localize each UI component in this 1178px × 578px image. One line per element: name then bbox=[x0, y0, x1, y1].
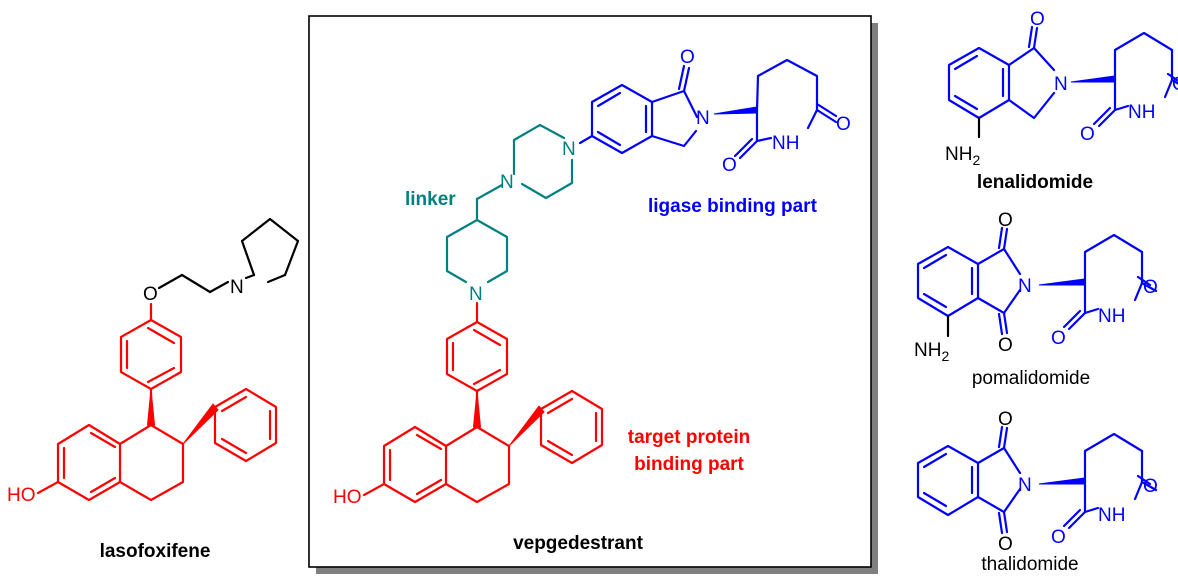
vepgedestrant-name: vepgedestrant bbox=[513, 533, 644, 554]
pomalidomide-name: pomalidomide bbox=[972, 368, 1090, 389]
stereo-wedge-5 bbox=[713, 106, 758, 115]
lactam-oxygen: O bbox=[680, 47, 695, 68]
linker-moiety bbox=[445, 123, 574, 284]
lenalidomide-bonds bbox=[947, 25, 1178, 128]
lenalidomide-wedge bbox=[1070, 75, 1116, 83]
vepgedestrant-frame bbox=[308, 15, 878, 574]
piperidine-nitrogen: N bbox=[469, 284, 483, 305]
pomalidomide-structure: N O O O O NH NH2 pomalidomide bbox=[914, 210, 1158, 389]
vepgedestrant-structure: HO N N N linker bbox=[333, 47, 851, 554]
lenalidomide-structure: N O O O NH NH2 lenalidomide bbox=[945, 9, 1178, 193]
lenalidomide-oxygen-2: O bbox=[1172, 74, 1178, 95]
stereo-wedge-3 bbox=[472, 390, 482, 428]
pomalidomide-amine: NH2 bbox=[914, 340, 949, 364]
lenalidomide-nitrogen: N bbox=[1054, 74, 1068, 95]
lenalidomide-amine: NH2 bbox=[945, 144, 980, 168]
piperazine-nitrogen-2: N bbox=[562, 139, 576, 160]
lasofoxifene-core bbox=[36, 302, 278, 502]
imide-oxygen-2: O bbox=[722, 155, 737, 176]
stereo-wedge-4 bbox=[508, 405, 545, 447]
lenalidomide-name: lenalidomide bbox=[977, 172, 1093, 193]
pomalidomide-oxygen-2: O bbox=[998, 335, 1013, 356]
thalidomide-oxygen-1: O bbox=[998, 409, 1013, 430]
thalidomide-wedge bbox=[1038, 477, 1086, 485]
thalidomide-bonds bbox=[916, 425, 1158, 535]
stereo-wedge-1 bbox=[146, 388, 156, 426]
pomalidomide-nh: NH bbox=[1098, 306, 1125, 327]
hydroxyl-label: HO bbox=[7, 485, 36, 506]
target-protein-label-1: target protein bbox=[628, 427, 750, 448]
target-binding-moiety bbox=[362, 301, 604, 504]
pomalidomide-oxygen-3: O bbox=[1143, 277, 1158, 298]
thalidomide-nitrogen: N bbox=[1018, 475, 1032, 496]
lasofoxifene-structure: HO O N lasofoxifene bbox=[7, 217, 300, 562]
thalidomide-nh: NH bbox=[1098, 505, 1125, 526]
ligase-binding-moiety bbox=[578, 58, 838, 160]
lasofoxifene-name: lasofoxifene bbox=[100, 541, 211, 562]
ligase-binding-label: ligase binding part bbox=[648, 196, 818, 217]
pomalidomide-wedge bbox=[1038, 278, 1086, 286]
pyrrolidine-nitrogen: N bbox=[230, 277, 244, 298]
target-protein-label-2: binding part bbox=[634, 454, 744, 475]
lenalidomide-nh: NH bbox=[1128, 102, 1155, 123]
pomalidomide-nitrogen: N bbox=[1018, 276, 1032, 297]
imide-oxygen-1: O bbox=[836, 114, 851, 135]
ether-oxygen: O bbox=[143, 284, 158, 305]
thalidomide-structure: N O O O O NH thalidomide bbox=[916, 409, 1158, 575]
thalidomide-oxygen-4: O bbox=[1051, 527, 1066, 548]
thalidomide-name: thalidomide bbox=[981, 554, 1078, 575]
thalidomide-oxygen-3: O bbox=[1143, 476, 1158, 497]
lenalidomide-oxygen-3: O bbox=[1080, 124, 1095, 145]
vep-hydroxyl-label: HO bbox=[333, 487, 362, 508]
pomalidomide-bonds bbox=[916, 226, 1158, 336]
piperazine-nitrogen-1: N bbox=[500, 172, 514, 193]
isoindolinone-nitrogen: N bbox=[696, 108, 710, 129]
pomalidomide-oxygen-4: O bbox=[1051, 328, 1066, 349]
pomalidomide-oxygen-1: O bbox=[998, 210, 1013, 231]
lenalidomide-oxygen-1: O bbox=[1030, 9, 1045, 30]
stereo-wedge-2 bbox=[182, 403, 219, 445]
pyrrolidine-ethoxy-chain bbox=[157, 217, 300, 294]
linker-label: linker bbox=[405, 189, 456, 210]
thalidomide-oxygen-2: O bbox=[998, 534, 1013, 555]
imide-nh: NH bbox=[772, 133, 799, 154]
